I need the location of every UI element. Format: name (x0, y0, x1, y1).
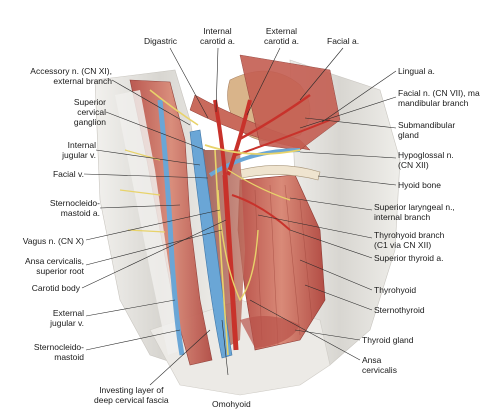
label-carotid-body: Carotid body (31, 283, 80, 293)
label-lingual-artery: Lingual a. (398, 66, 435, 76)
internal-jugular-vein (189, 129, 233, 359)
accessory-nerve (149, 89, 199, 126)
hypoglossal-nerve (204, 144, 301, 155)
common-carotid-artery (222, 174, 239, 351)
label-thyrohyoid-branch: Thyrohyoid branch(C1 via CN XII) (374, 230, 445, 250)
label-facial-artery: Facial a. (327, 36, 360, 46)
external-jugular-vein (157, 99, 185, 356)
vagus-nerve (214, 149, 229, 356)
label-digastric: Digastric (144, 36, 178, 46)
label-ansa-superior-root: Ansa cervicalis,superior root (24, 256, 84, 276)
label-omohyoid: Omohyoid (212, 399, 251, 409)
ansa-cervicalis (217, 189, 259, 302)
label-sternocleidomastoid: Sternocleido-mastoid (33, 342, 84, 362)
thyroid-gland (240, 316, 300, 348)
label-superior-thyroid-artery: Superior thyroid a. (374, 253, 444, 263)
superior-laryngeal-nerve (227, 169, 291, 201)
label-sternocleidomastoid-artery: Sternocleido-mastoid a. (49, 198, 100, 218)
label-hyoid-bone: Hyoid bone (398, 180, 442, 190)
label-superior-laryngeal-nerve: Superior laryngeal n.,internal branch (374, 202, 455, 222)
facial-vein (208, 148, 301, 177)
strap-fibers (254, 184, 313, 346)
label-thyrohyoid: Thyrohyoid (374, 285, 417, 295)
label-thyroid-gland: Thyroid gland (362, 335, 414, 345)
label-hypoglossal-nerve: Hypoglossal n.(CN XII) (398, 150, 454, 170)
superior-thyroid-artery (231, 194, 291, 231)
leader-lines (81, 47, 397, 386)
label-vagus-nerve: Vagus n. (CN X) (22, 236, 84, 246)
label-sternothyroid: Sternothyroid (374, 305, 425, 315)
lingual-artery (235, 119, 331, 156)
scm-fascia-overlay (115, 90, 182, 355)
label-accessory-nerve: Accessory n. (CN XI),external branch (30, 66, 112, 86)
label-facial-vein: Facial v. (52, 169, 84, 179)
facial-artery (237, 93, 311, 142)
